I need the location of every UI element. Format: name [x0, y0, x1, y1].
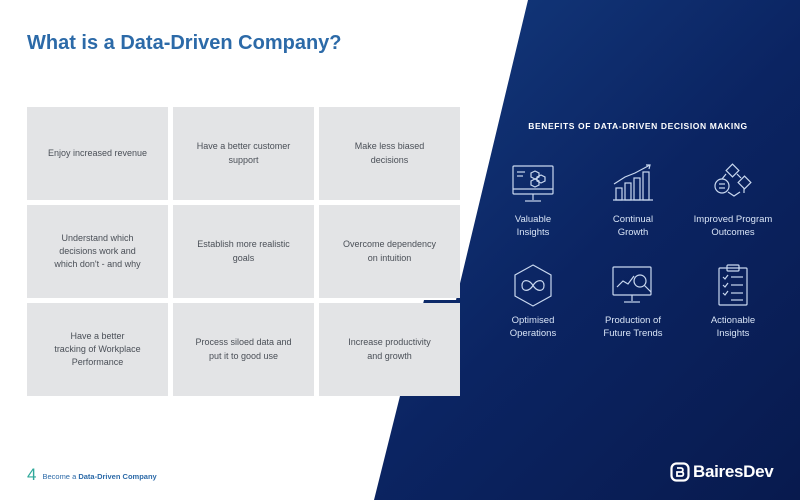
grid-cell: Process siloed data and put it to good u… [173, 303, 314, 396]
benefit-label: Actionable Insights [710, 315, 756, 339]
benefit-improved-program-outcomes: Improved Program Outcomes [683, 162, 783, 240]
benefit-label: Improved Program Outcomes [693, 214, 773, 238]
grid-cell: Have a better customer support [173, 107, 314, 200]
grid-cell: Understand which decisions work and whic… [27, 205, 168, 298]
feature-grid: Enjoy increased revenue Have a better cu… [27, 107, 460, 398]
footer-emphasis: Data-Driven Company [78, 472, 157, 481]
benefit-production-of-future-trends: Production of Future Trends [583, 263, 683, 341]
benefit-label: Optimised Operations [509, 315, 557, 339]
benefit-optimised-operations: Optimised Operations [483, 263, 583, 341]
grid-cell: Overcome dependency on intuition [319, 205, 460, 298]
logo-mark-icon [670, 462, 690, 482]
benefits-heading: BENEFITS OF DATA-DRIVEN DECISION MAKING [528, 121, 748, 131]
bairesdev-logo: BairesDev [670, 462, 774, 482]
page-number: 4 [27, 465, 37, 484]
process-flow-icon [714, 163, 752, 197]
grid-cell: Make less biased decisions [319, 107, 460, 200]
benefit-label: Continual Growth [612, 214, 654, 238]
monitor-hexagons-icon [512, 165, 554, 202]
benefit-label: Valuable Insights [514, 214, 552, 238]
grid-cell: Increase productivity and growth [319, 303, 460, 396]
footer: 4 Become a Data-Driven Company [27, 466, 157, 483]
benefit-actionable-insights: Actionable Insights [683, 263, 783, 341]
page-title: What is a Data-Driven Company? [27, 32, 342, 54]
growth-bars-icon [613, 164, 653, 201]
clipboard-checklist-icon [718, 264, 748, 306]
grid-cell: Have a better tracking of Workplace Perf… [27, 303, 168, 396]
monitor-magnifier-icon [612, 266, 652, 303]
benefit-label: Production of Future Trends [603, 315, 663, 339]
benefit-valuable-insights: Valuable Insights [483, 162, 583, 240]
benefit-continual-growth: Continual Growth [583, 162, 683, 240]
infinity-hexagon-icon [514, 264, 552, 307]
footer-prefix: Become a [42, 472, 77, 481]
footer-caption: Become a Data-Driven Company [42, 472, 156, 483]
logo-text: BairesDev [693, 462, 774, 481]
grid-cell: Enjoy increased revenue [27, 107, 168, 200]
grid-cell: Establish more realistic goals [173, 205, 314, 298]
